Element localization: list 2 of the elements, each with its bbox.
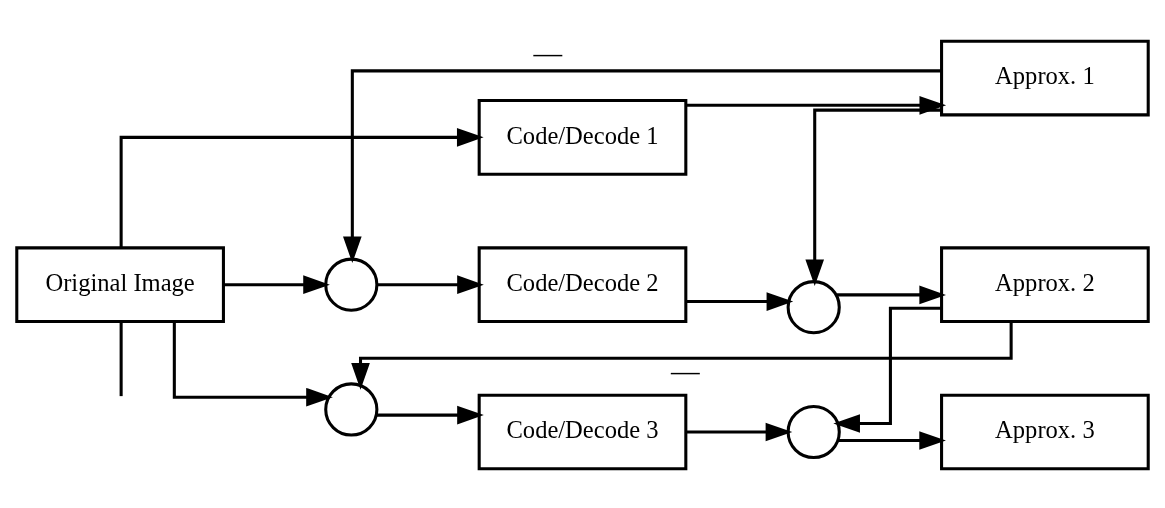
- edge-label: —: [671, 354, 700, 387]
- edge-label: —: [533, 36, 563, 69]
